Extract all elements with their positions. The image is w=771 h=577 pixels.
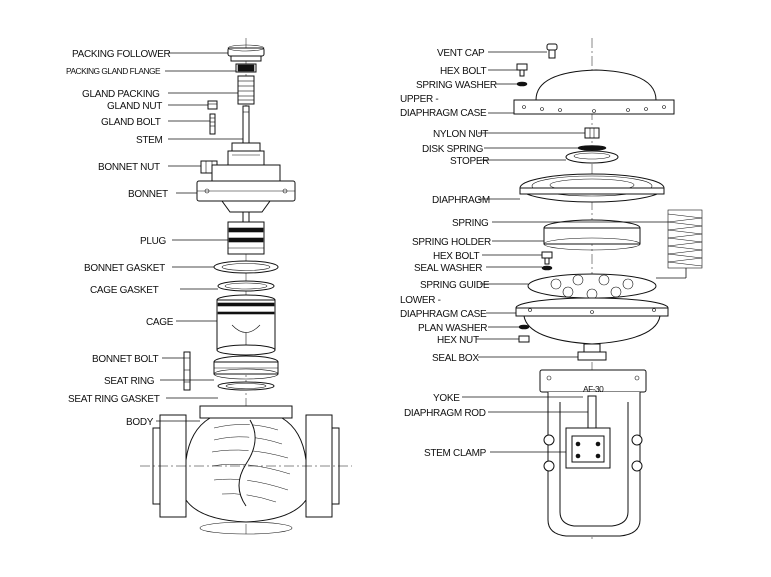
label-diaphragm: DIAPHRAGM	[432, 195, 490, 206]
body-part	[140, 405, 352, 535]
spring-holder-part	[543, 219, 641, 251]
packing-gland-flange-part	[235, 63, 257, 73]
gland-packing-part	[237, 75, 255, 105]
left-label-group: PACKING FOLLOWER PACKING GLAND FLANGE GL…	[66, 49, 174, 428]
label-hex-bolt-top: HEX BOLT	[440, 66, 487, 77]
actuator-assembly: AF-30	[400, 38, 703, 542]
label-yoke: YOKE	[433, 393, 460, 404]
gland-bolt-part	[209, 113, 216, 135]
bonnet-gasket-part	[213, 260, 279, 274]
nylon-nut-part	[584, 127, 600, 139]
spring-guide-part	[527, 268, 687, 300]
label-upper-case-line1: UPPER -	[400, 94, 438, 105]
upper-diaphragm-case-part	[513, 69, 675, 115]
hex-nut-part	[518, 335, 530, 343]
label-nylon-nut: NYLON NUT	[433, 129, 488, 140]
label-upper-case-line2: DIAPHRAGM CASE	[400, 108, 487, 119]
bonnet-part	[196, 142, 296, 213]
label-stem-clamp: STEM CLAMP	[424, 448, 487, 459]
stoper-part	[565, 150, 619, 164]
right-label-group: VENT CAP HEX BOLT SPRING WASHER UPPER - …	[400, 48, 497, 459]
hex-bolt-top-part	[516, 63, 528, 77]
label-plug: PLUG	[140, 236, 167, 247]
label-gland-nut: GLAND NUT	[107, 101, 162, 112]
gland-nut-part	[207, 100, 218, 110]
label-seat-ring: SEAT RING	[104, 376, 155, 387]
disk-spring-part	[577, 145, 607, 151]
label-stoper: STOPER	[450, 156, 489, 167]
seal-washer-part	[541, 265, 553, 271]
label-bonnet-bolt: BONNET BOLT	[92, 354, 159, 365]
plug-part	[227, 211, 265, 255]
label-spring-guide: SPRING GUIDE	[420, 280, 490, 291]
label-body: BODY	[126, 417, 154, 428]
cage-gasket-part	[217, 280, 275, 292]
diaphragm-part	[519, 173, 665, 203]
seat-ring-part	[213, 355, 279, 380]
yoke-marking: AF-30	[583, 384, 604, 394]
label-gland-bolt: GLAND BOLT	[101, 117, 161, 128]
label-cage: CAGE	[146, 317, 174, 328]
label-seat-ring-gasket: SEAT RING GASKET	[68, 394, 160, 405]
label-seal-washer: SEAL WASHER	[414, 263, 482, 274]
valve-body-assembly: PACKING FOLLOWER PACKING GLAND FLANGE GL…	[66, 38, 352, 535]
label-packing-gland-flange: PACKING GLAND FLANGE	[66, 66, 161, 76]
label-hex-bolt-mid: HEX BOLT	[433, 251, 480, 262]
seal-box-part	[577, 343, 607, 361]
label-bonnet-gasket: BONNET GASKET	[84, 263, 165, 274]
seat-ring-gasket-part	[217, 381, 275, 391]
packing-follower-part	[227, 44, 265, 62]
label-bonnet: BONNET	[128, 189, 168, 200]
spring-part	[667, 209, 703, 269]
label-cage-gasket: CAGE GASKET	[90, 285, 159, 296]
diaphragm-rod-part	[587, 395, 597, 433]
label-lower-case-line2: DIAPHRAGM CASE	[400, 309, 487, 320]
bonnet-bolt-part	[183, 351, 191, 391]
label-packing-follower: PACKING FOLLOWER	[72, 49, 170, 60]
label-disk-spring: DISK SPRING	[422, 144, 484, 155]
cage-part	[216, 294, 276, 356]
label-vent-cap: VENT CAP	[437, 48, 485, 59]
spring-washer-part	[516, 81, 528, 87]
right-leader-lines	[462, 51, 668, 453]
label-plan-washer: PLAN WASHER	[418, 323, 487, 334]
vent-cap-part	[546, 43, 558, 59]
label-stem: STEM	[136, 135, 163, 146]
label-hex-nut: HEX NUT	[437, 335, 479, 346]
label-spring-washer: SPRING WASHER	[416, 80, 497, 91]
left-leader-lines	[156, 52, 243, 422]
label-bonnet-nut: BONNET NUT	[98, 162, 160, 173]
label-diaphragm-rod: DIAPHRAGM ROD	[404, 408, 486, 419]
plan-washer-part	[518, 324, 530, 330]
stem-part	[242, 105, 250, 147]
stem-clamp-part	[565, 427, 611, 469]
label-spring: SPRING	[452, 218, 489, 229]
label-gland-packing: GLAND PACKING	[82, 89, 160, 100]
label-seal-box: SEAL BOX	[432, 353, 479, 364]
label-lower-case-line1: LOWER -	[400, 295, 441, 306]
label-spring-holder: SPRING HOLDER	[412, 237, 491, 248]
hex-bolt-mid-part	[541, 251, 553, 265]
lower-diaphragm-case-part	[515, 297, 669, 345]
